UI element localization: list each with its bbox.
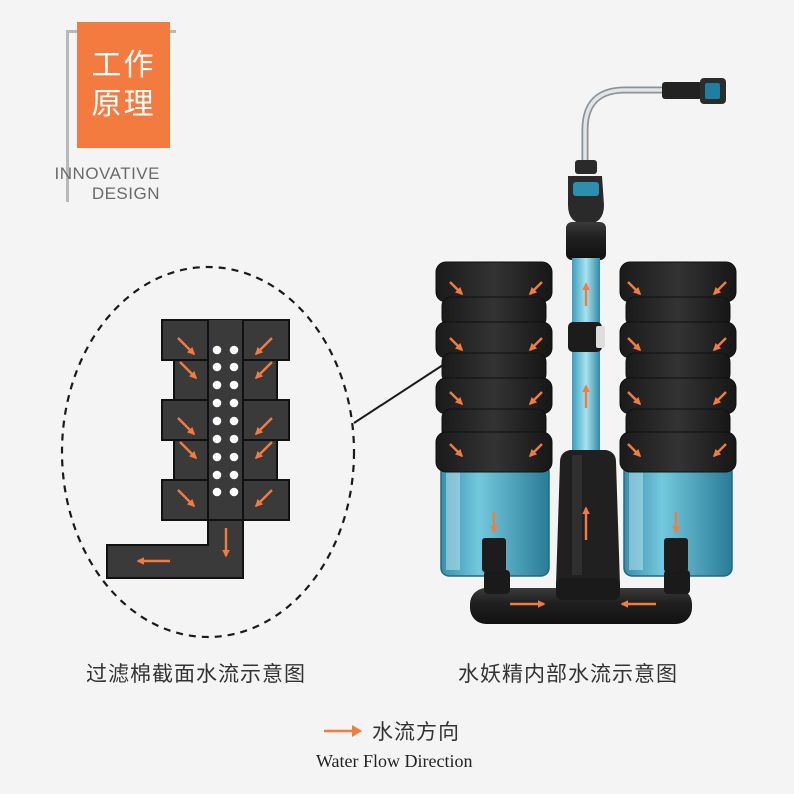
right-sponge-stack [619, 261, 737, 473]
cross-section-flow-arrows [136, 337, 273, 565]
center-channel-holes [212, 345, 239, 497]
bottom-manifold-pipe [470, 570, 692, 624]
machine-flow-arrows [449, 281, 727, 608]
air-valve-head [566, 160, 606, 260]
legend-label-cn: 水流方向 [372, 720, 460, 744]
zoom-leader-line [353, 362, 447, 424]
legend: 水流方向 [322, 716, 460, 746]
badge-sub-line-2: DESIGN [91, 184, 160, 204]
caption-internal-flow: 水妖精内部水流示意图 [458, 662, 678, 686]
badge-line-1: 工作 [91, 48, 156, 83]
right-filter-tower [623, 463, 733, 577]
caption-cross-section: 过滤棉截面水流示意图 [86, 662, 306, 686]
orange-arrow-icon [324, 725, 362, 737]
title-badge: 工作 原理 [77, 22, 170, 148]
legend-label-en: Water Flow Direction [316, 751, 473, 771]
badge-subtitle: INNOVATIVE DESIGN [40, 164, 160, 205]
air-line-tube [581, 78, 726, 162]
zoom-outline [60, 265, 356, 639]
left-sponge-stack [435, 261, 553, 473]
badge-line-2: 原理 [91, 87, 156, 122]
sponge-cross-section [106, 319, 290, 579]
badge-sub-line-1: INNOVATIVE [54, 164, 160, 183]
central-pump-base [556, 450, 620, 593]
